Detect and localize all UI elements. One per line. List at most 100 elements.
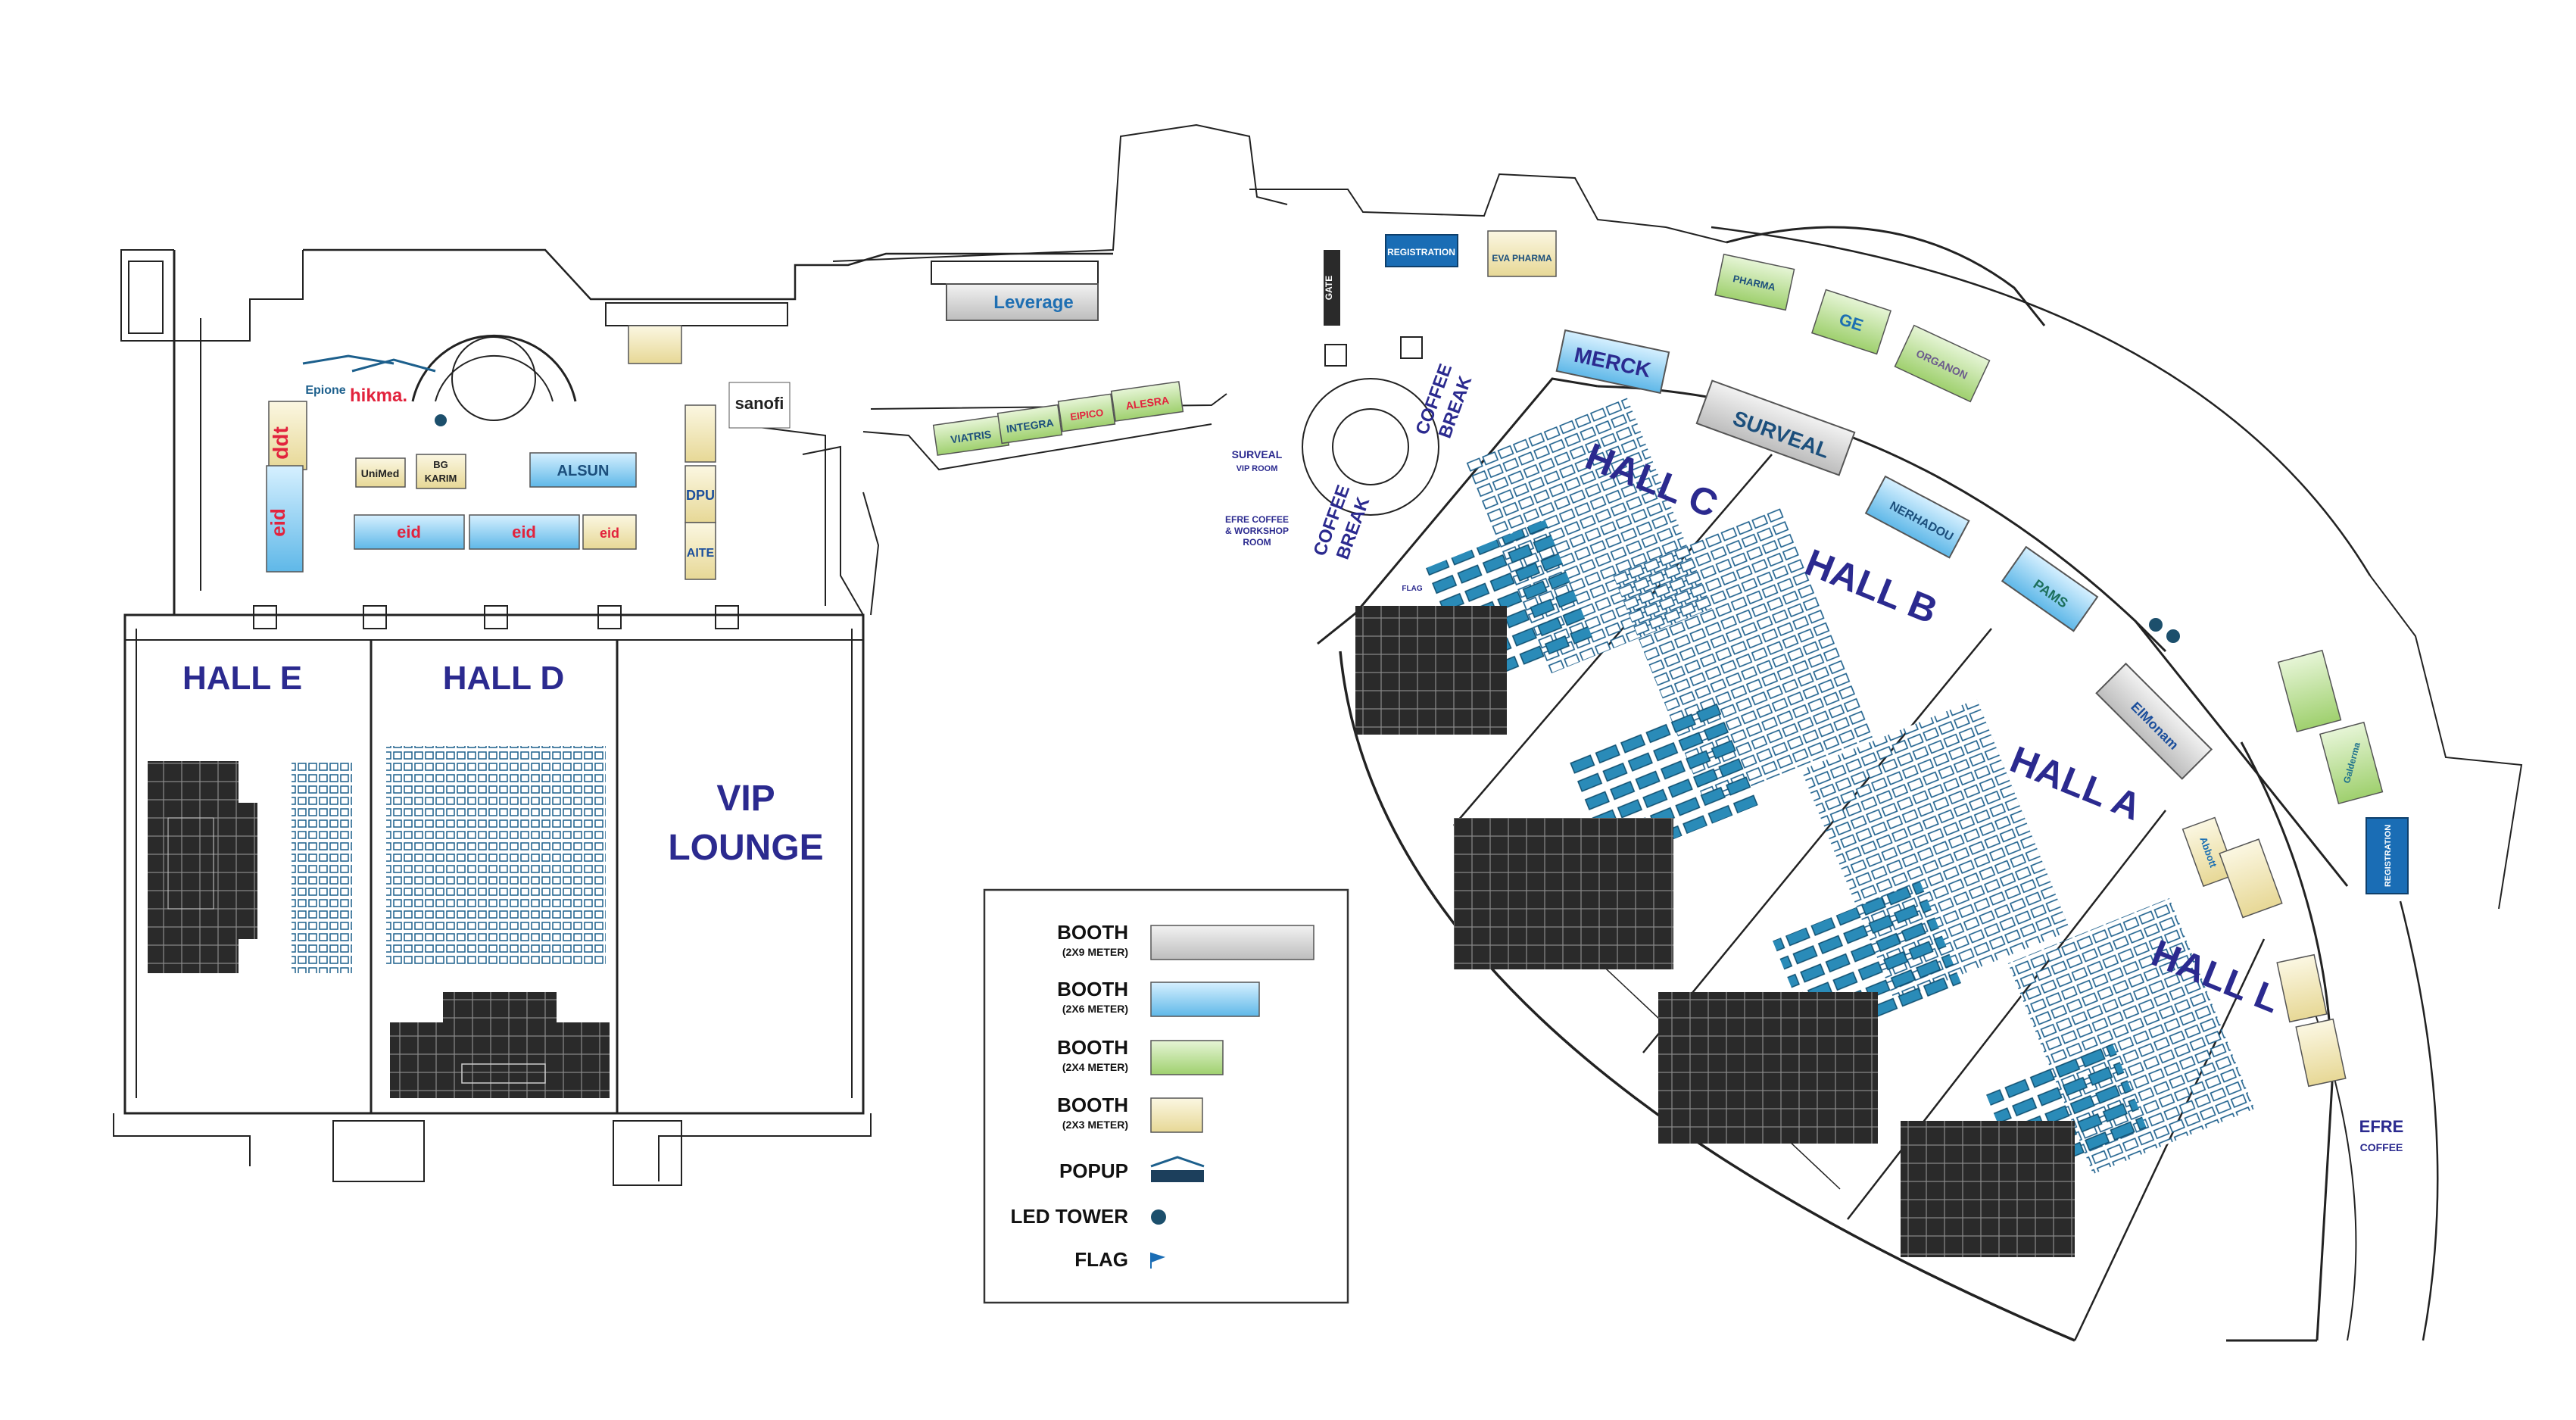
svg-text:Leverage: Leverage	[993, 292, 1073, 313]
svg-text:& WORKSHOP: & WORKSHOP	[1225, 526, 1289, 536]
popup-epione[interactable]: Epione	[302, 354, 395, 397]
legend-booth-2x4-label: BOOTH	[1057, 1036, 1128, 1059]
legend-booth-2x3-sub: (2X3 METER)	[1062, 1119, 1128, 1131]
legend-swatch-2x3	[1150, 1097, 1203, 1133]
svg-text:KARIM: KARIM	[425, 473, 457, 484]
legend-swatch-2x6	[1150, 982, 1260, 1017]
svg-text:EIPICO: EIPICO	[1069, 407, 1104, 423]
led-tower-icon	[2149, 618, 2163, 632]
svg-text:VIP ROOM: VIP ROOM	[1237, 464, 1278, 473]
booth-aite[interactable]: AITE	[685, 522, 716, 580]
booth-integra[interactable]: INTEGRA	[996, 404, 1063, 445]
svg-text:UniMed: UniMed	[361, 467, 400, 479]
booth-cream-hall-l[interactable]	[2219, 838, 2283, 919]
svg-text:ROOM: ROOM	[1243, 537, 1271, 548]
legend-flag-label: FLAG	[1074, 1248, 1128, 1271]
left-building-walls	[113, 123, 2046, 1186]
svg-text:BG: BG	[433, 459, 448, 470]
flag-label: FLAG	[1402, 585, 1422, 593]
booth-eid-2[interactable]: eid	[469, 514, 580, 550]
svg-text:ddt: ddt	[269, 426, 292, 460]
booth-sanofi[interactable]: sanofi	[728, 382, 791, 429]
booth-eva-pharma[interactable]: EVA PHARMA	[1487, 230, 1557, 277]
surveal-vip-room-label: SURVEAL VIP ROOM	[1232, 448, 1283, 473]
popup-icon	[1150, 1156, 1205, 1182]
svg-text:hikma.: hikma.	[350, 385, 407, 406]
booth-unimed[interactable]: UniMed	[355, 457, 406, 488]
booth-surveal[interactable]: SURVEAL	[1695, 379, 1856, 476]
svg-text:Epione: Epione	[305, 384, 345, 397]
booth-ddt[interactable]: ddt	[268, 401, 307, 470]
svg-text:AITE: AITE	[687, 547, 715, 560]
booth-bg-karim[interactable]: BG KARIM	[416, 454, 466, 489]
led-tower-icon	[1151, 1209, 1166, 1225]
coffee-break-top: COFFEE BREAK	[1412, 361, 1477, 441]
booth-cream-side-1[interactable]	[2276, 953, 2328, 1023]
hall-a-label: HALL A	[2004, 738, 2147, 829]
booth-eid-3[interactable]: eid	[582, 514, 637, 550]
coffee-break-side: COFFEE BREAK	[1310, 482, 1374, 562]
legend-booth-2x3-label: BOOTH	[1057, 1094, 1128, 1116]
svg-text:GATE: GATE	[1324, 276, 1334, 300]
booth-abbott[interactable]: Abbott	[2181, 816, 2237, 888]
legend-booth-2x9-label: BOOTH	[1057, 921, 1128, 944]
hall-e-seating	[148, 761, 352, 973]
booth-green-right-1[interactable]	[2277, 649, 2342, 733]
legend-popup-label: POPUP	[1059, 1159, 1128, 1182]
booth-eid-vertical[interactable]: eid	[266, 465, 304, 573]
led-tower-icon	[435, 414, 447, 426]
gate-sign: GATE	[1324, 250, 1340, 326]
efre-workshop-label: EFRE COFFEE & WORKSHOP ROOM	[1225, 514, 1289, 548]
booth-pharma-green[interactable]: PHARMA	[1714, 253, 1795, 311]
vip-lounge-label-line2: LOUNGE	[668, 828, 823, 868]
booth-eid-1[interactable]: eid	[354, 514, 465, 550]
legend-booth-2x6-label: BOOTH	[1057, 978, 1128, 1000]
booth-organon[interactable]: ORGANON	[1894, 324, 1991, 403]
popup-hikma[interactable]: hikma.	[350, 358, 436, 406]
legend-booth-2x4-sub: (2X4 METER)	[1062, 1061, 1128, 1073]
hall-a-seating	[1658, 698, 2071, 1144]
booth-nerhadou[interactable]: NERHADOU	[1864, 475, 1970, 559]
svg-text:eid: eid	[267, 508, 289, 537]
booth-eipico[interactable]: EIPICO	[1057, 393, 1116, 432]
svg-text:COFFEE: COFFEE	[2360, 1141, 2403, 1153]
registration-desk-right[interactable]: REGISTRATION	[2365, 817, 2409, 894]
flag-icon	[1150, 1252, 1166, 1269]
booth-leverage[interactable]: Leverage	[946, 283, 1099, 321]
svg-text:REGISTRATION: REGISTRATION	[1387, 247, 1455, 257]
legend-swatch-2x9	[1150, 925, 1315, 960]
svg-text:ALSUN: ALSUN	[557, 463, 610, 479]
booth-viatris[interactable]: VIATRIS	[932, 414, 1010, 456]
booth-merck[interactable]: MERCK	[1555, 329, 1670, 395]
svg-text:eid: eid	[512, 523, 536, 541]
booth-galderma[interactable]: Galderma	[2319, 721, 2384, 805]
booth-alesra[interactable]: ALESRA	[1110, 381, 1184, 422]
legend: BOOTH (2X9 METER) BOOTH (2X6 METER) BOOT…	[983, 888, 1349, 1304]
hall-d-label: HALL D	[443, 660, 565, 697]
svg-text:eid: eid	[397, 523, 421, 541]
svg-text:REGISTRATION: REGISTRATION	[2384, 825, 2393, 887]
vip-lounge-label-line1: VIP	[716, 779, 775, 819]
booth-ge[interactable]: GE	[1810, 289, 1892, 355]
right-building-walls	[1302, 226, 2523, 1342]
booth-right-cream-1[interactable]	[685, 404, 716, 463]
booth-small-cream[interactable]	[628, 325, 682, 364]
legend-swatch-2x4	[1150, 1040, 1224, 1075]
legend-led-label: LED TOWER	[1010, 1205, 1128, 1228]
svg-text:EFRE: EFRE	[2359, 1117, 2404, 1136]
svg-text:EFRE COFFEE: EFRE COFFEE	[1225, 514, 1289, 525]
booth-dpu[interactable]: DPU	[685, 465, 716, 523]
booth-alsun[interactable]: ALSUN	[529, 452, 637, 488]
booth-elmonam[interactable]: ElMonam	[2095, 662, 2213, 780]
svg-text:VIATRIS: VIATRIS	[950, 428, 992, 445]
hall-l-seating	[1901, 897, 2255, 1257]
legend-booth-2x9-sub: (2X9 METER)	[1062, 946, 1128, 958]
hall-b-seating	[1454, 504, 1874, 969]
booth-cream-side-2[interactable]	[2295, 1018, 2347, 1088]
booth-pams[interactable]: PAMS	[2001, 545, 2099, 632]
svg-text:ALESRA: ALESRA	[1125, 394, 1170, 412]
legend-booth-2x6-sub: (2X6 METER)	[1062, 1003, 1128, 1015]
svg-text:SURVEAL: SURVEAL	[1232, 448, 1283, 460]
registration-desk-top[interactable]: REGISTRATION	[1385, 234, 1458, 267]
